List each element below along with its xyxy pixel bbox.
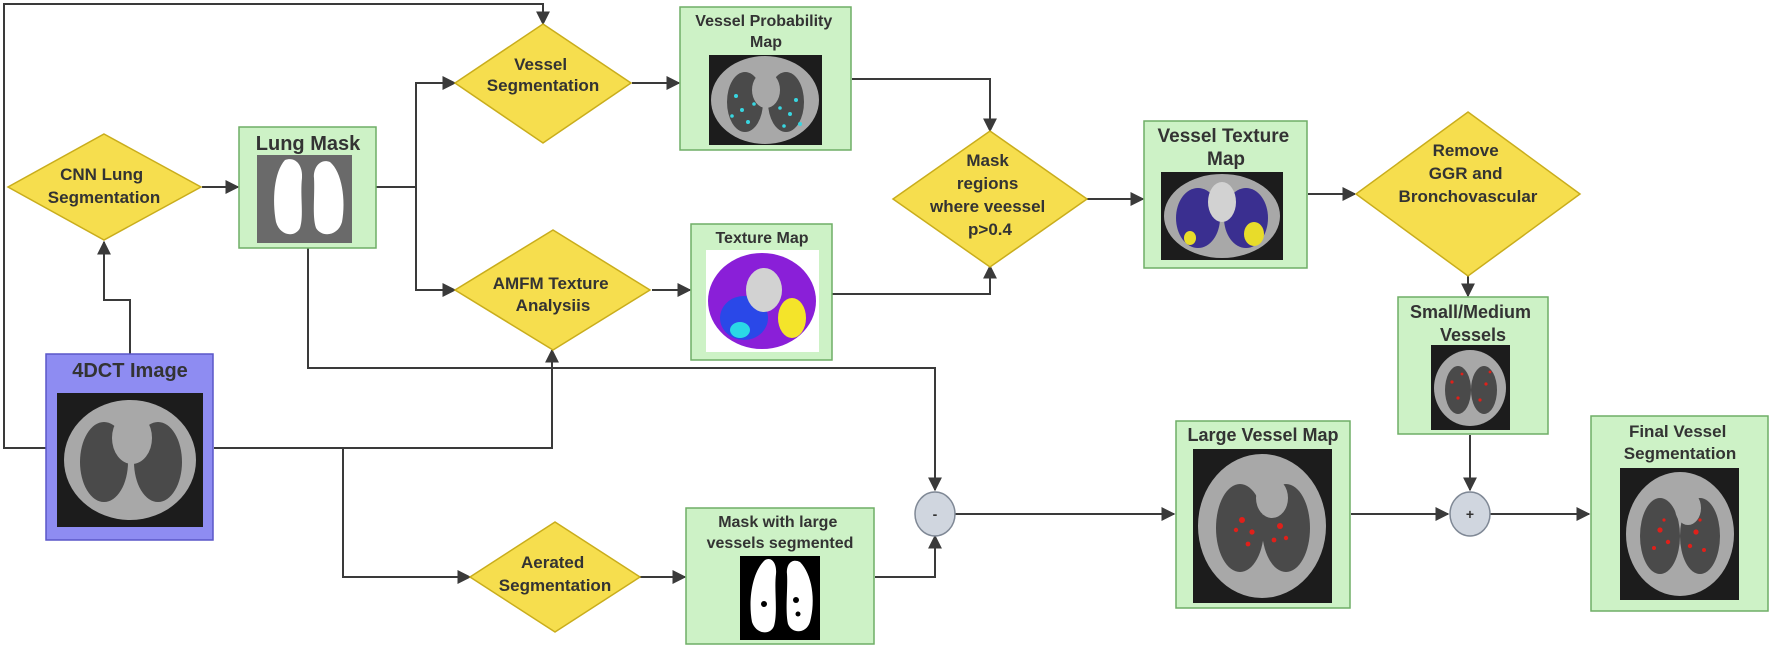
ct-left-lung xyxy=(1445,366,1471,414)
mask-large-vessels-label: Mask with large vessels segmented xyxy=(707,514,854,552)
mask-regions-node: Mask regions where veessel p>0.4 xyxy=(891,130,1089,268)
remove-ggr-label: Remove GGR and Bronchovascular xyxy=(1399,141,1538,206)
small-vessel-marks xyxy=(1450,370,1492,402)
binary-lung-mask-thumbnail xyxy=(257,155,352,243)
vessel-probability-map-label: Vessel Probability Map xyxy=(695,13,836,51)
ct-with-final-vessels-red-thumbnail xyxy=(1620,468,1739,600)
texture-map-node: Texture Map xyxy=(690,223,833,361)
edge-lung-mask-to-amfm xyxy=(415,187,457,297)
process-diamond xyxy=(453,23,633,144)
vessel-texture-map-label: Vessel Texture Map xyxy=(1158,126,1295,170)
ct-heart xyxy=(746,268,782,312)
subtract-operator-label: - xyxy=(933,506,938,522)
ct-right-lung xyxy=(1471,366,1497,414)
subtract-operator-node: - xyxy=(914,491,956,537)
large-vessel-marks xyxy=(1233,517,1289,547)
colored-texture-map-thumbnail xyxy=(706,250,819,352)
ct-heart xyxy=(1675,491,1701,525)
ct-heart xyxy=(1256,478,1288,518)
small-medium-vessels-label: Small/Medium Vessels xyxy=(1410,302,1536,345)
vessel-texture-map-node: Vessel Texture Map xyxy=(1143,120,1308,269)
texture-yellow-region xyxy=(1184,231,1196,245)
remove-ggr-node: Remove GGR and Bronchovascular xyxy=(1354,111,1582,277)
mask-right-lung xyxy=(313,161,344,235)
large-vessel-hole xyxy=(795,611,801,617)
lung-mask-label: Lung Mask xyxy=(256,133,361,155)
ct-with-large-vessels-red-thumbnail xyxy=(1193,449,1332,603)
aerated-segmentation-label: Aerated Segmentation xyxy=(499,553,611,595)
vessel-segmentation-label: Vessel Segmentation xyxy=(487,55,599,95)
add-operator-label: + xyxy=(1466,506,1474,522)
edge-probability-map-to-mask-regions xyxy=(852,78,997,133)
operator-circle xyxy=(914,491,956,537)
large-vessel-map-node: Large Vessel Map xyxy=(1175,420,1351,609)
large-vessel-map-label: Large Vessel Map xyxy=(1187,425,1338,445)
cnn-lung-segmentation-label: CNN Lung Segmentation xyxy=(48,165,160,207)
edges xyxy=(3,3,1591,584)
edge-4dct-to-amfm xyxy=(214,348,559,449)
final-vessel-marks xyxy=(1652,518,1706,552)
mask-left-lung xyxy=(750,558,777,633)
ct-heart xyxy=(1208,182,1236,222)
large-vessel-hole xyxy=(761,601,767,607)
vessel-probability-dots xyxy=(730,94,802,128)
process-diamond xyxy=(1354,111,1582,277)
process-diamond xyxy=(891,130,1089,268)
cnn-lung-segmentation-node: CNN Lung Segmentation xyxy=(6,133,203,241)
edge-mask-large-vessels-to-subtract xyxy=(875,534,942,578)
ct-slice-raw-thumbnail xyxy=(57,393,203,527)
final-vessel-segmentation-label: Final Vessel Segmentation xyxy=(1624,422,1736,463)
binary-mask-large-vessels-thumbnail xyxy=(740,556,820,640)
input-4dct-label: 4DCT Image xyxy=(72,360,188,382)
process-diamond xyxy=(468,521,642,633)
vessel-probability-map-node: Vessel Probability Map xyxy=(679,6,852,151)
edge-4dct-to-cnn xyxy=(97,240,131,354)
texture-region-yellow xyxy=(778,298,806,338)
edge-texture-map-to-mask-regions xyxy=(832,264,997,295)
texture-map-label: Texture Map xyxy=(715,230,808,247)
mask-right-lung xyxy=(786,560,813,632)
input-4dct-node: 4DCT Image xyxy=(45,353,214,541)
process-diamond xyxy=(453,229,652,351)
edge-lung-mask-to-vessel-segmentation xyxy=(376,76,457,188)
edge-4dct-to-aerated xyxy=(342,448,472,584)
process-diamond xyxy=(6,133,203,241)
ct-with-vessel-texture-overlay-thumbnail xyxy=(1161,172,1283,260)
mask-regions-label: Mask regions where veessel p>0.4 xyxy=(929,151,1050,239)
aerated-segmentation-node: Aerated Segmentation xyxy=(468,521,642,633)
ct-with-cyan-vessel-probability-thumbnail xyxy=(709,55,822,145)
texture-region-cyan xyxy=(730,322,750,338)
ct-left-lung xyxy=(1640,498,1680,574)
ct-with-small-vessels-red-thumbnail xyxy=(1431,345,1510,430)
ct-left-lung xyxy=(1216,484,1264,572)
amfm-texture-analysis-node: AMFM Texture Analysiis xyxy=(453,229,652,351)
vessel-segmentation-node: Vessel Segmentation xyxy=(453,23,633,144)
edge-4dct-to-vessel-segmentation xyxy=(3,3,550,449)
amfm-texture-analysis-label: AMFM Texture Analysiis xyxy=(493,274,614,315)
texture-yellow-region xyxy=(1244,222,1264,246)
mask-large-vessels-node: Mask with large vessels segmented xyxy=(685,507,875,645)
mask-left-lung xyxy=(274,159,303,235)
small-medium-vessels-node: Small/Medium Vessels xyxy=(1397,296,1549,435)
add-operator-node: + xyxy=(1449,491,1491,537)
operator-circle xyxy=(1449,491,1491,537)
final-vessel-segmentation-node: Final Vessel Segmentation xyxy=(1590,415,1769,612)
ct-heart xyxy=(112,412,152,464)
lung-mask-node: Lung Mask xyxy=(238,126,377,249)
edge-lung-mask-to-subtract xyxy=(307,248,942,492)
ct-heart xyxy=(752,72,780,108)
large-vessel-hole xyxy=(793,597,799,603)
